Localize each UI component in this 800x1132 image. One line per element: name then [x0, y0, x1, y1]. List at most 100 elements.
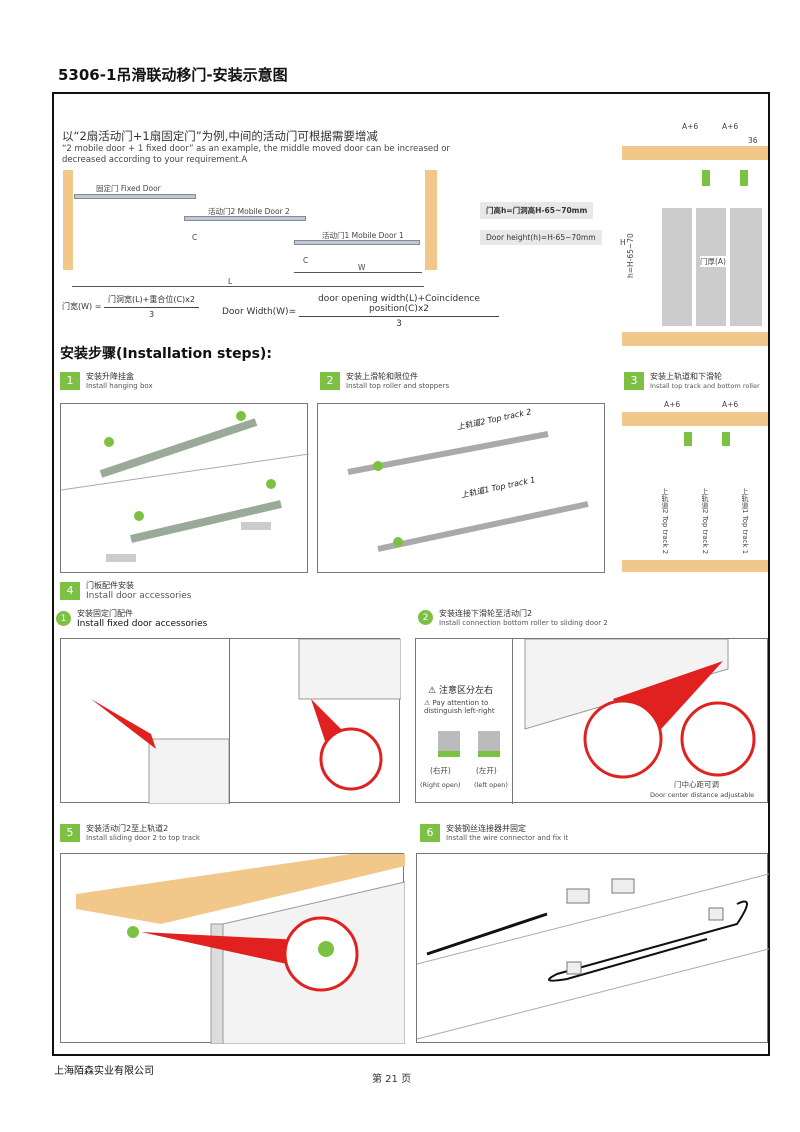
step-number: 5 [60, 823, 80, 842]
l-dimension [72, 286, 424, 287]
notice-text: Pay attention to distinguish left-right [424, 699, 495, 715]
roller [722, 432, 730, 446]
substep-number: 1 [56, 611, 71, 626]
substep-en: Install fixed door accessories [77, 619, 208, 629]
door-height-note-en: Door height(h)=H-65~70mm [480, 230, 602, 245]
door-height-note-zh: 门高h=门洞高H-65~70mm [480, 202, 594, 219]
warning-icon: ⚠ [424, 699, 431, 707]
ceiling [622, 146, 768, 160]
w-label: W [358, 263, 366, 272]
intro-zh: 以“2扇活动门+1扇固定门”为例,中间的活动门可根据需要增减 [62, 129, 378, 143]
step-number: 4 [60, 581, 80, 600]
door-panel [730, 208, 762, 326]
mobile-door-2-label: 活动门2 Mobile Door 2 [208, 207, 290, 216]
top-track-label: 上轨道1 Top track 1 [741, 488, 749, 555]
mobile-door-1 [294, 240, 420, 245]
dim-label: A+6 [722, 122, 739, 131]
divider [229, 639, 230, 804]
step-3-illustration: A+6 A+6 上轨道2 Top track 2 上轨道2 Top track … [622, 398, 768, 574]
step-zh: 安装钢丝连接器并固定 [446, 824, 526, 833]
right-open-roller [438, 731, 460, 757]
substep-zh: 安装连接下滑轮至活动门2 [439, 609, 533, 618]
top-roller-drawing [347, 431, 589, 552]
dim-label: 36 [748, 136, 758, 145]
step-en: Install hanging box [86, 382, 153, 390]
notice-en: ⚠ Pay attention to distinguish left-righ… [424, 699, 508, 715]
content-frame [52, 92, 770, 1056]
step-1-illustration [60, 403, 310, 573]
wire-connector-drawing [416, 873, 770, 1040]
left-open-en: (left open) [474, 781, 508, 789]
overlap-c-label: C [192, 233, 198, 242]
accessory-drawing [91, 638, 402, 805]
substep-number: 2 [418, 610, 433, 625]
step-zh: 安装升降挂盒 [86, 372, 134, 381]
thickness-label: 门厚(A) [700, 256, 726, 267]
floor [622, 332, 768, 346]
floor [622, 560, 768, 572]
right-open-en: (Right open) [420, 781, 461, 789]
roller [702, 170, 710, 186]
l-label: L [228, 277, 233, 286]
fixed-door-accessories-illustration [60, 638, 402, 805]
step-en: Install top roller and stoppers [346, 382, 450, 390]
fixed-door-label: 固定门 Fixed Door [96, 184, 161, 193]
hh-label: h=H-65~70 [626, 233, 635, 278]
dim-label: A+6 [664, 400, 681, 409]
ceiling [622, 412, 768, 426]
center-distance-zh: 门中心距可调 [674, 780, 719, 789]
step-zh: 安装上滑轮和限位件 [346, 372, 418, 381]
hanging-box-drawing [60, 411, 310, 562]
step-number: 2 [320, 371, 340, 390]
steps-heading: 安装步骤(Installation steps): [60, 346, 272, 362]
step-zh: 安装活动门2至上轨道2 [86, 824, 169, 833]
roller [740, 170, 748, 186]
right-wall [425, 170, 437, 270]
mobile-door-2 [184, 216, 306, 221]
step-5-illustration [60, 853, 406, 1045]
warning-icon: ⚠ [428, 686, 437, 696]
step-number: 3 [624, 371, 644, 390]
center-distance-en: Door center distance adjustable [650, 791, 755, 799]
roller [684, 432, 692, 446]
page-number: 第 21 页 [372, 1074, 412, 1085]
bottom-roller-illustration: ⚠ 注意区分左右 ⚠ Pay attention to distinguish … [415, 638, 768, 804]
substep-en: Install connection bottom roller to slid… [439, 619, 608, 627]
notice-zh: ⚠ 注意区分左右 [428, 683, 493, 696]
step-zh: 门板配件安装 [86, 581, 134, 590]
left-open-roller [478, 731, 500, 757]
step-2-illustration: 上轨道2 Top track 2 上轨道1 Top track 1 [317, 403, 605, 573]
notice-text: 注意区分左右 [438, 686, 493, 696]
track-section-diagram: A+6 A+6 36 H h=H-65~70 门厚(A) [620, 118, 768, 346]
sliding-door-drawing [76, 854, 406, 1045]
door-panel [662, 208, 692, 326]
roller-detail-drawing [524, 639, 756, 779]
top-track-label: 上轨道2 Top track 2 [661, 488, 669, 555]
mobile-door-1-label: 活动门1 Mobile Door 1 [322, 231, 404, 240]
formula-en: Door Width(W)= door opening width(L)+Coi… [222, 294, 499, 329]
step-zh: 安装上轨道和下滑轮 [650, 372, 722, 381]
substep-zh: 安装固定门配件 [77, 609, 133, 618]
left-open-zh: (左开) [476, 766, 497, 775]
step-en: Install door accessories [86, 591, 192, 601]
page-title: 5306-1吊滑联动移门-安装示意图 [58, 66, 288, 84]
h-label: H [620, 238, 626, 247]
step-en: Install the wire connector and fix it [446, 834, 569, 842]
right-open-zh: (右开) [430, 766, 451, 775]
left-wall [63, 170, 73, 270]
step-6-illustration [416, 853, 770, 1043]
step-en: Install sliding door 2 to top track [86, 834, 200, 842]
w-dimension [294, 272, 422, 273]
step-number: 1 [60, 371, 80, 390]
dim-label: A+6 [722, 400, 739, 409]
step-number: 6 [420, 823, 440, 842]
door-panel [696, 208, 726, 326]
step-en: Install top track and bottom roller [650, 382, 760, 390]
